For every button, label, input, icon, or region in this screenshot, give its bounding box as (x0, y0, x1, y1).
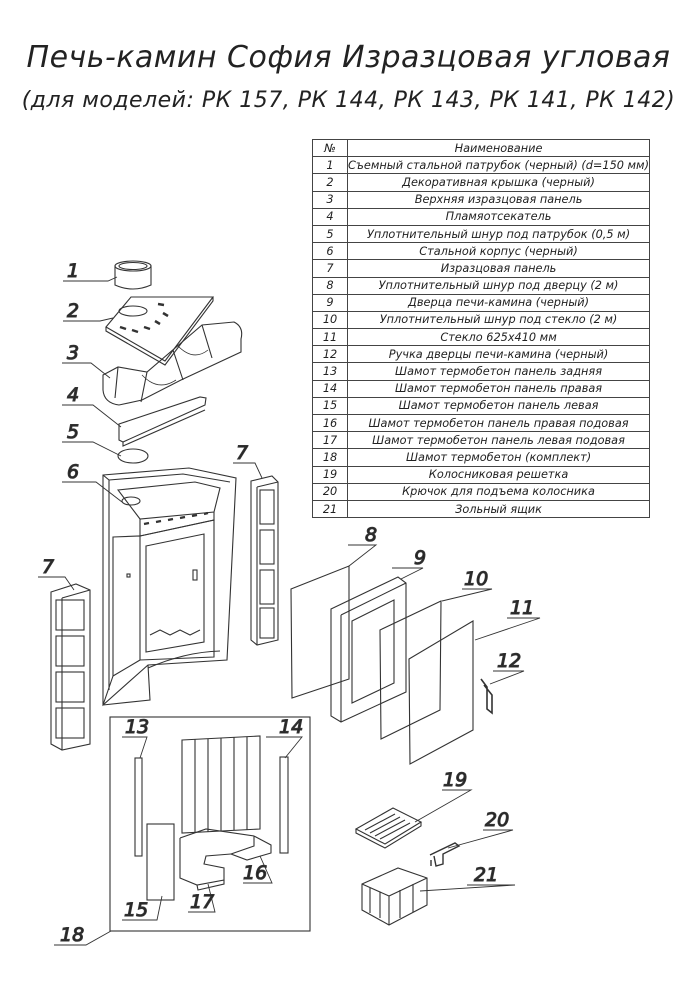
part-name: Крючок для подъема колосника (347, 482, 650, 501)
part-12-handle (480, 678, 493, 715)
part-1-pipe (114, 260, 152, 290)
part-10-glass-gasket (379, 600, 442, 740)
part-18-firebrick-set (109, 716, 311, 932)
part-name: Шамот термобетон панель левая (347, 396, 650, 416)
part-name: Ручка дверцы печи-камина (черный) (347, 345, 650, 364)
callout-15: 15 (124, 899, 148, 921)
part-19-grate (354, 807, 423, 849)
callout-12: 12 (497, 650, 521, 672)
part-6-body (102, 467, 237, 707)
part-8-door-gasket (290, 565, 350, 699)
callout-1: 1 (67, 260, 79, 282)
callout-4: 4 (67, 384, 79, 406)
part-name: Стальной корпус (черный) (347, 242, 650, 261)
callout-21: 21 (474, 864, 498, 886)
part-21-ash-box (361, 867, 428, 926)
part-number: 12 (311, 345, 349, 364)
part-name: Стекло 625х410 мм (347, 328, 650, 347)
callout-16: 16 (243, 862, 267, 884)
part-name: Уплотнительный шнур под дверцу (2 м) (347, 276, 650, 295)
part-3-top-panel (102, 321, 243, 406)
part-name: Верхняя изразцовая панель (347, 190, 650, 209)
callout-11: 11 (510, 597, 534, 619)
part-9-door (330, 576, 407, 723)
callout-6: 6 (67, 461, 79, 483)
part-number: 13 (311, 362, 349, 381)
callout-7-right: 7 (236, 442, 248, 464)
part-20-hook (429, 842, 461, 867)
callout-17: 17 (190, 891, 214, 913)
part-name: Шамот термобетон панель правая (347, 379, 650, 398)
part-name: Шамот термобетон панель левая подовая (347, 431, 650, 450)
callout-3: 3 (67, 342, 79, 364)
leader-lines (38, 276, 541, 946)
part-name: Уплотнительный шнур под патрубок (0,5 м) (347, 224, 650, 244)
callout-20: 20 (485, 809, 509, 831)
part-7-right-panel (250, 475, 279, 646)
callout-9: 9 (414, 547, 426, 569)
callout-10: 10 (464, 568, 488, 590)
part-2-lid (105, 296, 215, 366)
part-name: Зольный ящик (347, 499, 650, 519)
part-number: 15 (311, 396, 349, 416)
part-name: Шамот термобетон (комплект) (347, 448, 650, 467)
drawing-subtitle: (для моделей: РК 157, РК 144, РК 143, РК… (21, 88, 676, 113)
part-4-deflector (118, 396, 207, 447)
part-7-left-panel (50, 583, 91, 751)
part-number: 16 (311, 413, 349, 433)
callout-14: 14 (279, 716, 303, 738)
part-name: Шамот термобетон панель правая подовая (347, 413, 650, 433)
part-name: Уплотнительный шнур под стекло (2 м) (347, 310, 650, 330)
callout-7-left: 7 (42, 556, 54, 578)
part-11-glass (408, 620, 474, 765)
callout-18: 18 (60, 924, 84, 946)
part-5-gasket (117, 448, 149, 464)
callout-8: 8 (365, 524, 377, 546)
callout-13: 13 (125, 716, 149, 738)
drawing-title: Печь-камин София Изразцовая угловая (26, 40, 671, 75)
callout-19: 19 (443, 769, 467, 791)
callout-2: 2 (67, 300, 79, 322)
callout-5: 5 (67, 421, 79, 443)
part-number: 21 (311, 499, 349, 519)
